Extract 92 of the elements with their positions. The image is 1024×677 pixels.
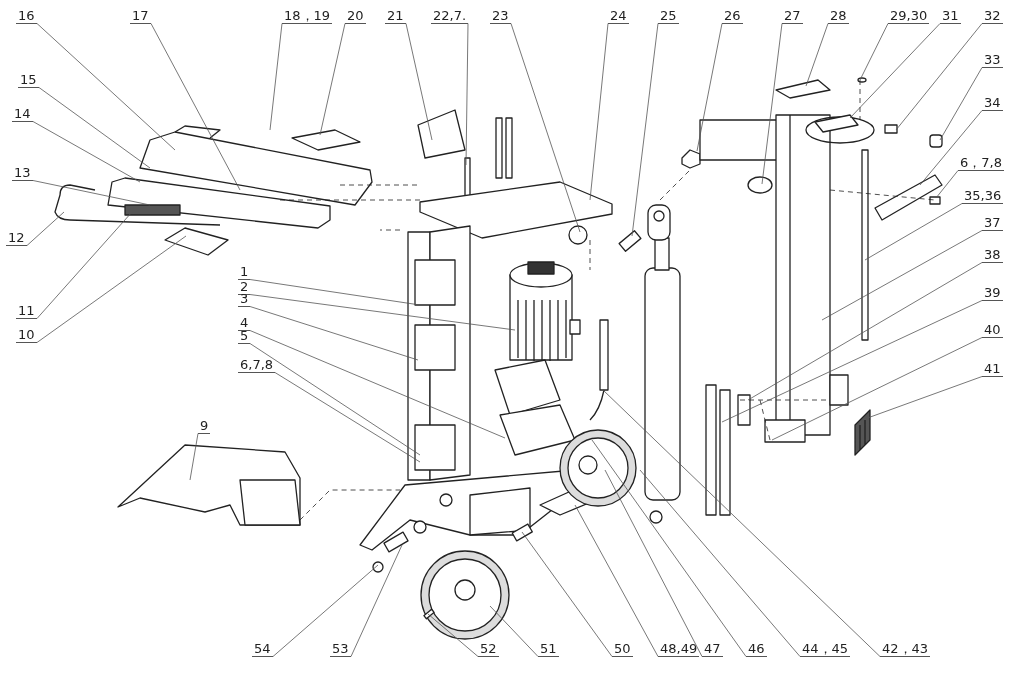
leader-line (150, 23, 241, 191)
leader-line (895, 23, 983, 131)
callout-number: 4 (238, 315, 251, 331)
leader-line (32, 121, 141, 183)
callout-number: 6，7,8 (958, 155, 1004, 171)
leader-line (465, 23, 469, 166)
callout-number: 47 (702, 641, 723, 657)
callout-number: 52 (478, 641, 499, 657)
callout-number: 13 (12, 165, 33, 181)
callout-number: 37 (982, 215, 1003, 231)
leader-line (489, 605, 539, 657)
callout-number: 10 (16, 327, 37, 343)
leader-line (805, 23, 829, 87)
leader-line (696, 23, 723, 152)
leader-line (761, 23, 783, 185)
callout-number: 17 (130, 8, 151, 24)
leader-line (521, 531, 613, 657)
leader-line (36, 211, 133, 319)
callout-number: 48,49 (658, 641, 700, 657)
leader-line (427, 613, 479, 657)
leader-line (189, 433, 199, 481)
leader-line (269, 23, 283, 131)
callout-number: 31 (940, 8, 961, 24)
leader-line (249, 294, 516, 331)
callout-number: 26 (722, 8, 743, 24)
callout-number: 27 (782, 8, 803, 24)
callout-number: 12 (6, 230, 27, 246)
leader-line (36, 23, 176, 151)
leader-line (249, 306, 419, 361)
callout-number: 6,7,8 (238, 357, 276, 373)
leader-line (272, 564, 379, 657)
leader-line (747, 262, 983, 401)
leader-line (510, 23, 581, 233)
leader-line (849, 23, 941, 119)
leader-line (249, 330, 506, 439)
callout-number: 53 (330, 641, 351, 657)
callout-number: 1 (238, 264, 251, 280)
leader-line (319, 23, 346, 136)
leader-line (602, 389, 881, 657)
callout-number: 2 (238, 279, 251, 295)
leader-line (939, 67, 983, 141)
callout-number: 39 (982, 285, 1003, 301)
callout-number: 23 (490, 8, 511, 24)
callout-number: 34 (982, 95, 1003, 111)
leader-line (574, 504, 659, 657)
leader-line (405, 23, 433, 141)
leader-line (274, 372, 421, 463)
callout-number: 51 (538, 641, 559, 657)
callout-number: 54 (252, 641, 273, 657)
callout-number: 3 (238, 291, 251, 307)
callout-number: 14 (12, 106, 33, 122)
leader-line (249, 343, 421, 456)
callout-number: 21 (385, 8, 406, 24)
leader-line (589, 23, 609, 201)
callout-number: 15 (18, 72, 39, 88)
callout-number: 46 (746, 641, 767, 657)
callout-number: 22,7. (431, 8, 469, 24)
leader-line (32, 180, 151, 206)
callout-number: 41 (982, 361, 1003, 377)
leader-line (631, 23, 659, 237)
callout-number: 40 (982, 322, 1003, 338)
leader-line (919, 110, 983, 186)
callout-number: 35,36 (962, 188, 1004, 204)
callout-number: 25 (658, 8, 679, 24)
callout-number: 42，43 (880, 641, 931, 657)
callout-number: 50 (612, 641, 633, 657)
callout-number: 9 (198, 418, 211, 434)
leader-line (36, 235, 187, 343)
leader-line (864, 203, 963, 261)
callout-number: 28 (828, 8, 849, 24)
callout-number: 18，19 (282, 8, 333, 24)
callout-number: 29,30 (888, 8, 930, 24)
callout-number: 20 (345, 8, 366, 24)
callout-number: 5 (238, 328, 251, 344)
leader-line (721, 300, 983, 423)
leader-line (935, 170, 959, 199)
callout-number: 33 (982, 52, 1003, 68)
leader-line (604, 469, 703, 657)
callout-number: 32 (982, 8, 1003, 24)
callout-number: 24 (608, 8, 629, 24)
leader-line (639, 469, 801, 657)
leader-line (821, 230, 983, 321)
leader-line (38, 87, 151, 169)
leader-line (26, 211, 65, 246)
callout-number: 44，45 (800, 641, 851, 657)
leader-line (771, 337, 983, 441)
callout-number: 16 (16, 8, 37, 24)
leader-line (350, 544, 403, 657)
leader-line (591, 439, 747, 657)
callout-number: 11 (16, 303, 37, 319)
callout-number: 38 (982, 247, 1003, 263)
leader-line (859, 23, 889, 81)
